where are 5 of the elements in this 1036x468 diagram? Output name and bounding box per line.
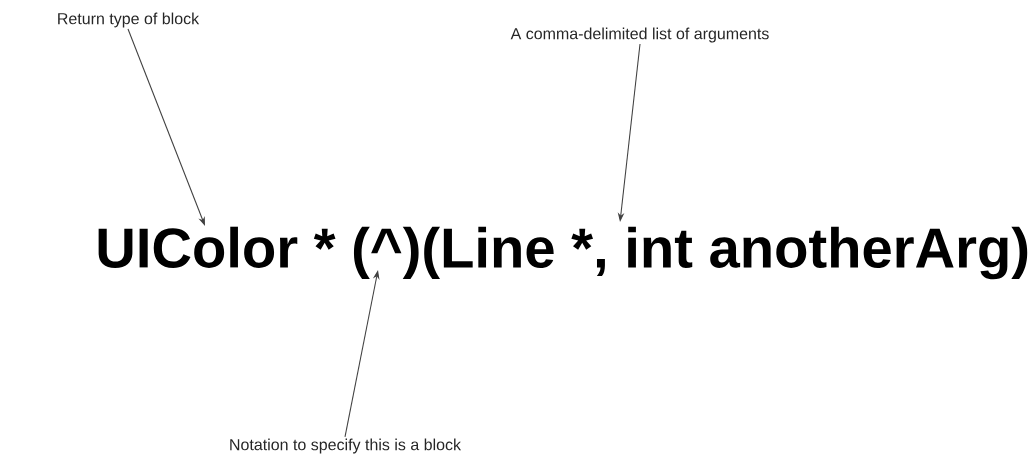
- code-text: UIColor * (^)(Line *, int anotherArg): [98, 226, 1028, 280]
- leader-line: [127, 28, 205, 226]
- annotation-text: A comma-delimited list of arguments: [510, 27, 769, 43]
- annotation-text: Return type of block: [58, 12, 200, 28]
- annotation-text: Notation to specify this is a block: [230, 438, 462, 454]
